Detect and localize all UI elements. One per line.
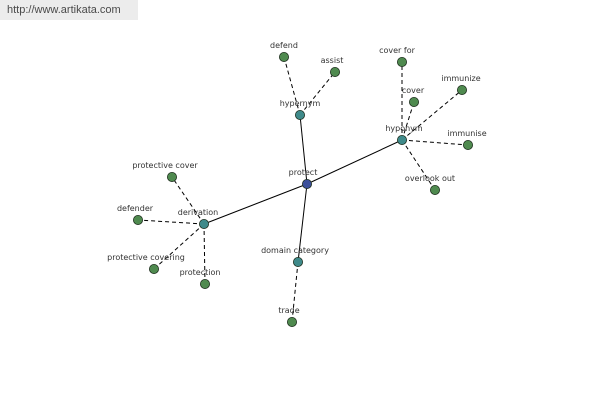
relation-label-hyponym: hyponym [385,124,423,133]
site-watermark: http://www.artikata.com [0,0,138,20]
term-node-cover[interactable] [408,97,419,108]
term-node-immunise[interactable] [462,139,473,150]
edge-hyponym-immunise [401,139,469,146]
term-label-cover: cover [402,86,425,95]
term-node-protection[interactable] [199,278,210,289]
edge-hyponym-immunize [401,89,463,141]
relation-node-hyponym[interactable] [396,134,407,145]
relation-node-domain-category[interactable] [292,256,303,267]
edge-hyponym-overlook-out [401,139,436,191]
labels-layer: defend assist hypernym cover for cover immuni… [107,41,487,315]
edge-protect-domain-category [297,183,308,263]
term-node-defender[interactable] [132,214,143,225]
edge-derivation-protection [203,223,206,285]
term-label-assist: assist [321,56,344,65]
term-label-cover-for: cover for [379,46,415,55]
edge-hyponym-cover [401,101,415,141]
relation-label-domain-category: domain category [261,246,329,255]
term-label-overlook-out: overlook out [405,174,455,183]
edges-layer [137,56,469,323]
term-node-protective-covering[interactable] [148,263,159,274]
term-node-protective-cover[interactable] [166,171,177,182]
term-node-defend[interactable] [278,52,289,63]
term-label-immunise: immunise [447,129,486,138]
term-node-immunize[interactable] [456,85,467,96]
edge-domain-category-trade [291,261,299,323]
edge-derivation-defender [137,219,205,225]
root-label-protect: protect [289,168,318,177]
term-label-trade: trade [278,306,299,315]
root-node-protect[interactable] [301,178,312,189]
term-node-trade[interactable] [286,316,297,327]
term-label-defender: defender [117,204,154,213]
term-label-defend: defend [270,41,298,50]
edge-protect-hypernym [299,114,308,185]
edge-hypernym-assist [299,71,336,116]
edge-protect-derivation [203,183,308,225]
nodes-layer [132,52,473,327]
edge-protect-hyponym [306,139,403,185]
edge-hypernym-defend [283,56,301,116]
edge-derivation-protective-cover [171,176,205,225]
term-label-protection: protection [180,268,221,277]
term-node-overlook-out[interactable] [429,184,440,195]
term-label-protective-cover: protective cover [132,161,198,170]
term-label-protective-covering: protective covering [107,253,185,262]
edge-derivation-protective-covering [153,223,205,270]
relation-label-derivation: derivation [178,208,218,217]
term-node-cover-for[interactable] [396,57,407,68]
term-node-assist[interactable] [329,67,340,78]
relation-node-derivation[interactable] [198,218,209,229]
relation-label-hypernym: hypernym [280,99,321,108]
relation-node-hypernym[interactable] [294,110,305,121]
term-label-immunize: immunize [441,74,480,83]
